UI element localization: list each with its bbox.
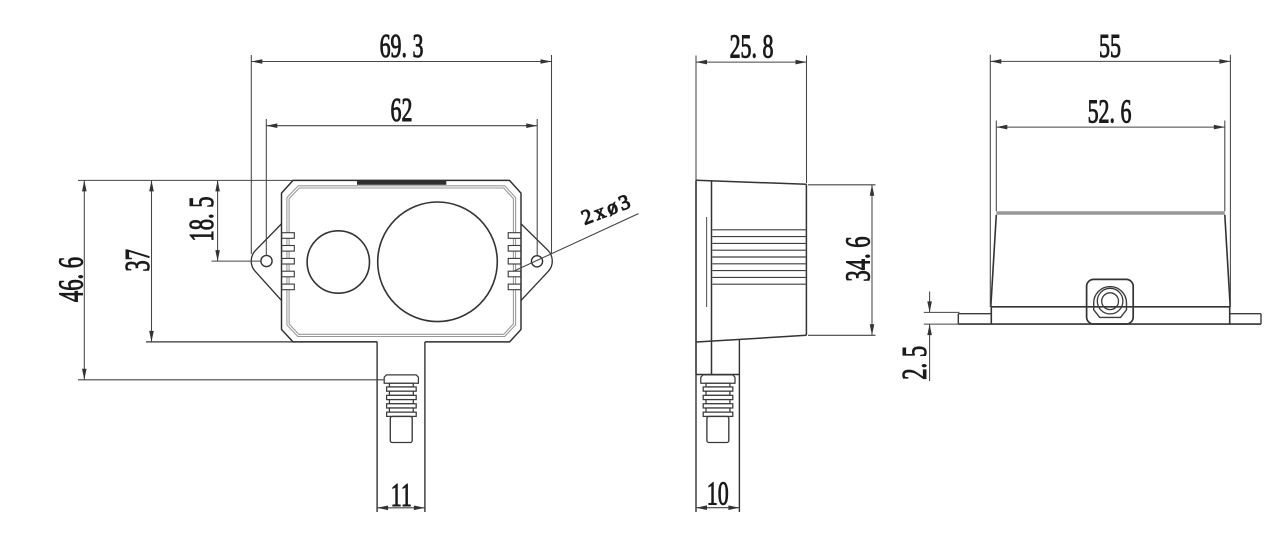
svg-text:11: 11 — [391, 477, 412, 514]
svg-text:2. 5: 2. 5 — [896, 346, 934, 380]
svg-text:37: 37 — [119, 249, 157, 272]
svg-text:69. 3: 69. 3 — [380, 28, 424, 65]
svg-text:25. 8: 25. 8 — [730, 29, 774, 66]
svg-text:62: 62 — [391, 93, 413, 130]
svg-text:18. 5: 18. 5 — [183, 196, 221, 241]
svg-text:10: 10 — [707, 476, 729, 513]
svg-text:52. 6: 52. 6 — [1088, 94, 1132, 131]
svg-text:34. 6: 34. 6 — [840, 236, 878, 281]
svg-text:46. 6: 46. 6 — [53, 257, 91, 302]
svg-text:55: 55 — [1099, 28, 1121, 65]
